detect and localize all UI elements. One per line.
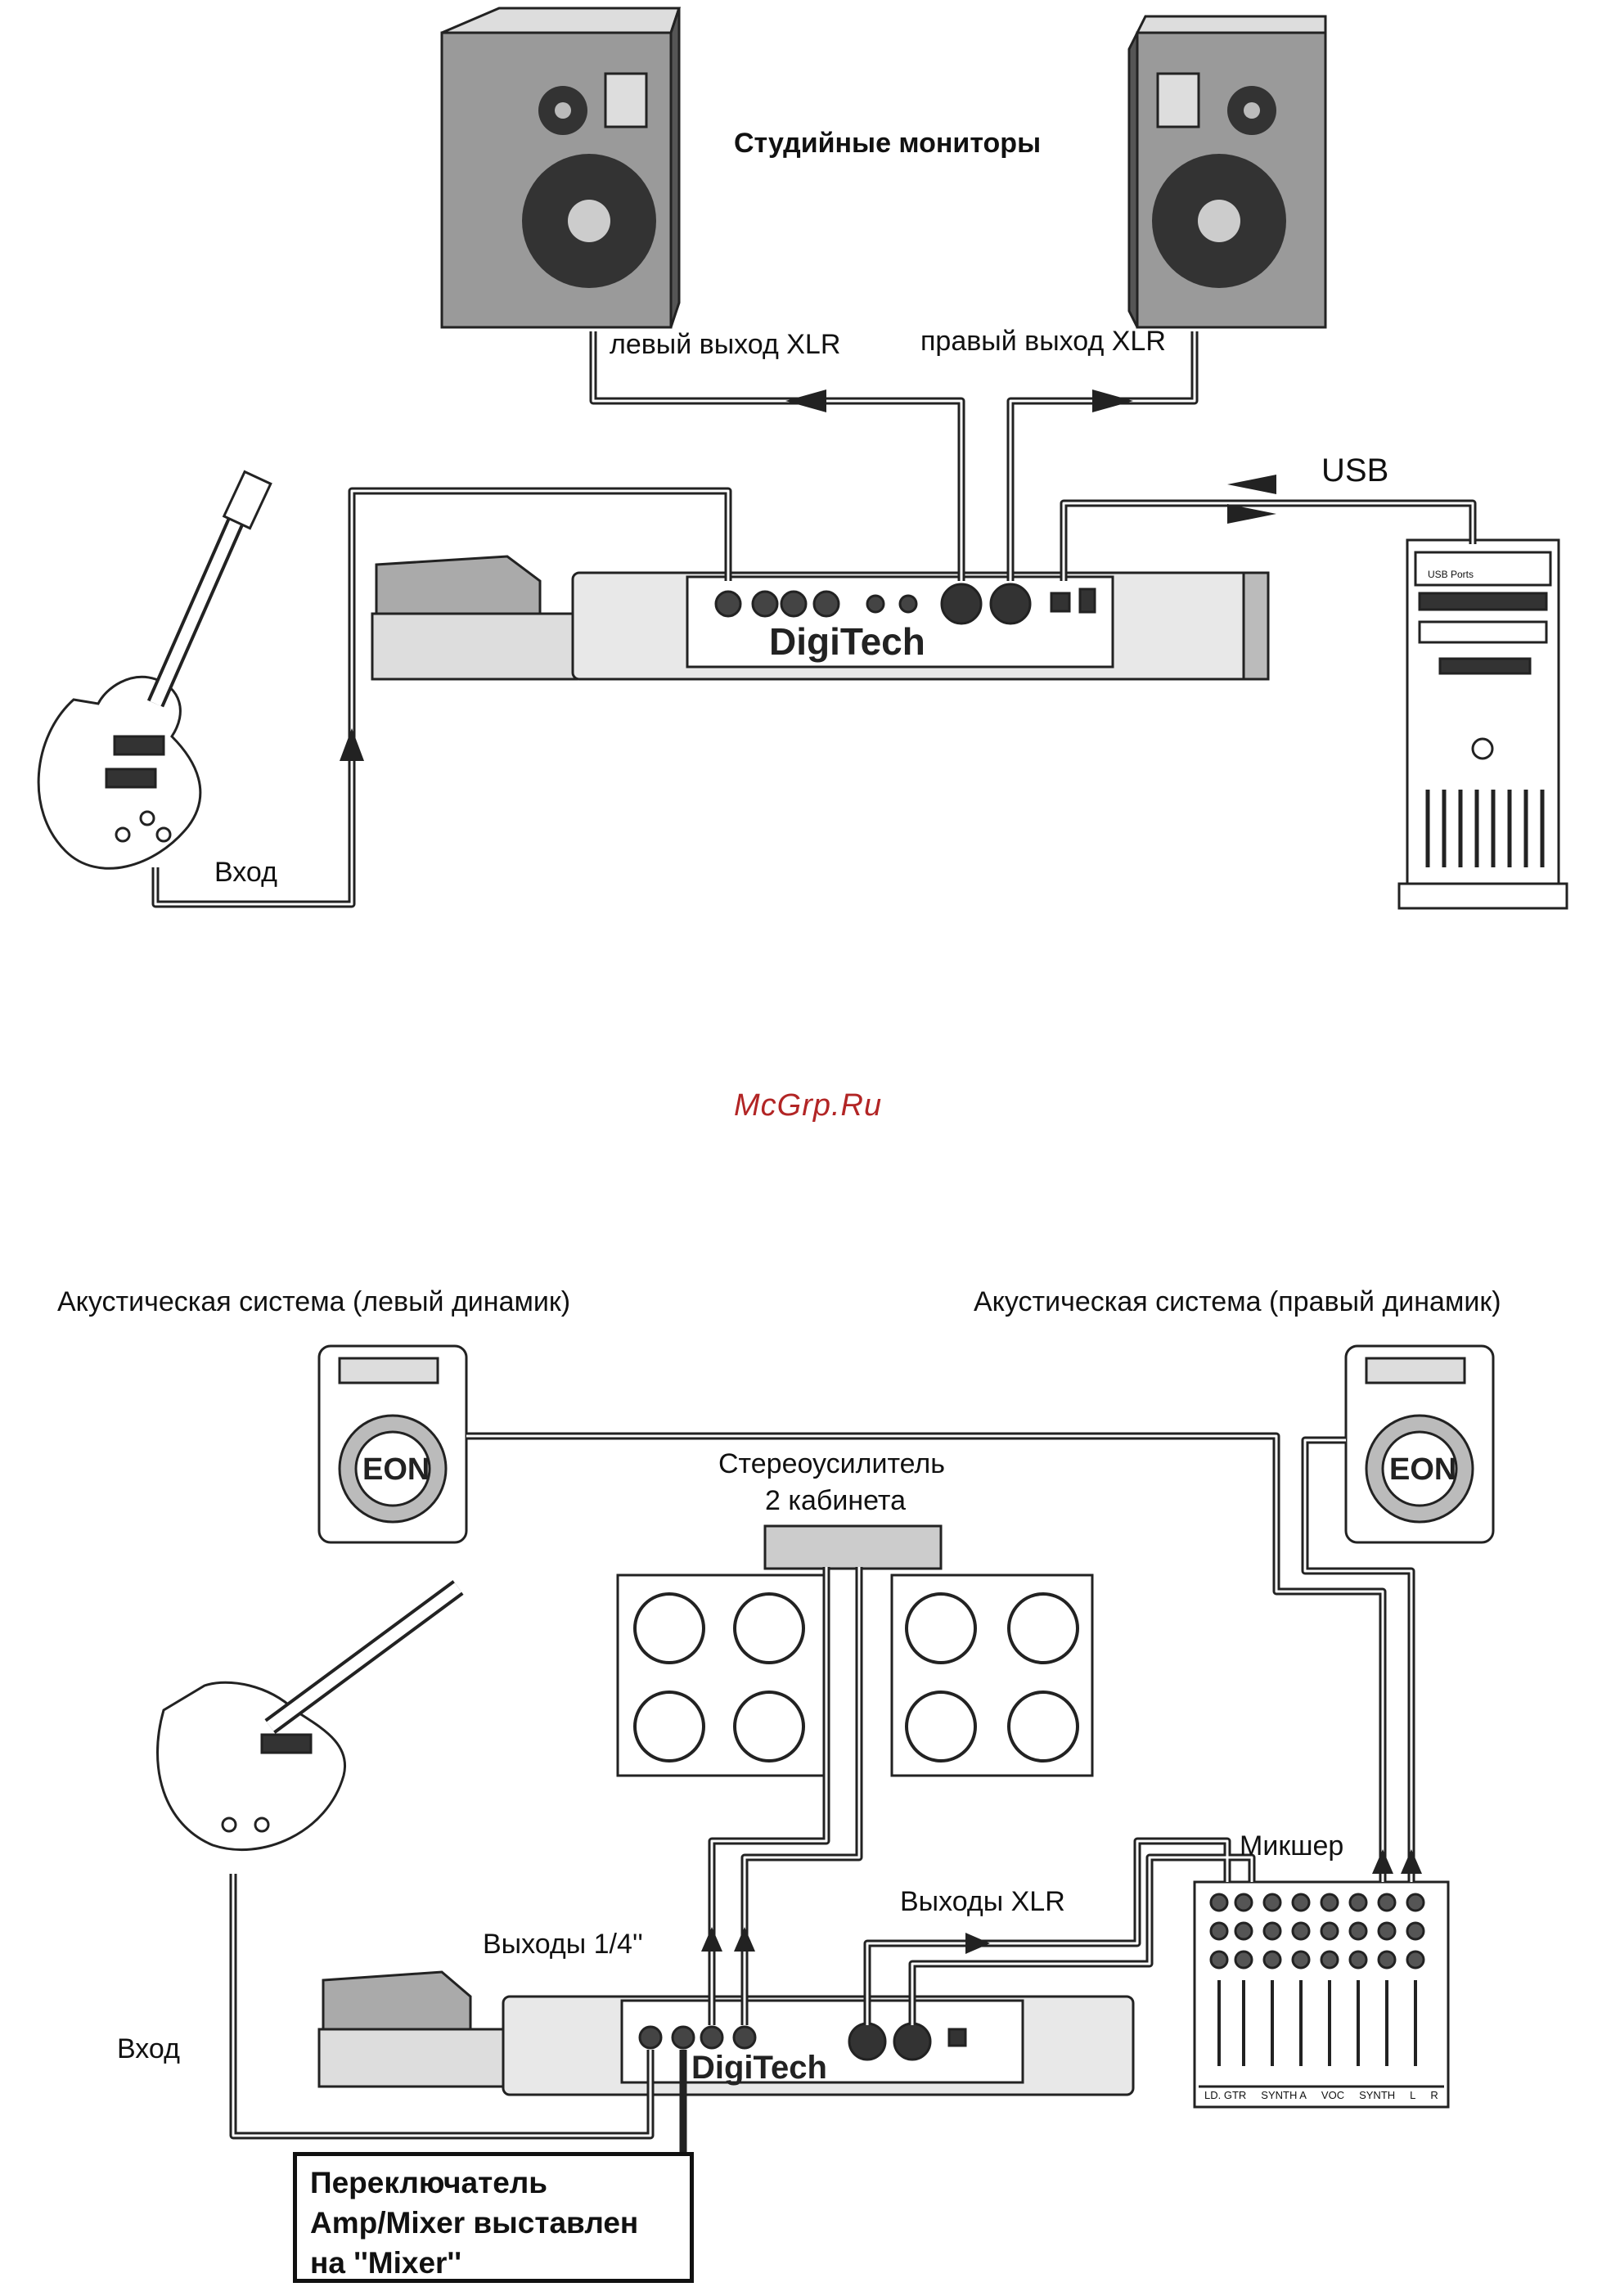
digitech-device-bottom <box>317 1970 1135 2096</box>
top-arrows <box>340 389 1276 761</box>
switch-note-text: Переключатель Amp/Mixer выставлен на ''M… <box>310 2166 639 2280</box>
stereo-amp-cabinets <box>616 1524 1094 1777</box>
guitar-icon <box>37 470 272 870</box>
right-speaker-label: Акустическая система (правый динамик) <box>974 1286 1501 1317</box>
xlr-outputs-label: Выходы XLR <box>900 1886 1065 1917</box>
switch-note-box: Переключатель Amp/Mixer выставлен на ''M… <box>293 2152 694 2283</box>
guitar-icon-bottom <box>156 1580 464 1852</box>
input-label-bottom: Вход <box>117 2033 180 2064</box>
eon-logo-right: EON <box>1389 1452 1456 1487</box>
studio-monitors-title: Студийные мониторы <box>734 128 1042 159</box>
mixer-channel-label: L <box>1410 2089 1416 2101</box>
right-xlr-output-label: правый выход XLR <box>920 326 1166 357</box>
mixer-channel-label: R <box>1430 2089 1438 2101</box>
quarter-inch-outputs-label: Выходы 1/4'' <box>483 1929 643 1960</box>
left-studio-monitor <box>440 7 682 329</box>
device-brand-top: DigiTech <box>769 620 925 663</box>
digitech-device-top <box>371 555 1270 681</box>
right-studio-monitor <box>1127 15 1327 329</box>
left-eon-speaker <box>317 1344 468 1544</box>
device-brand-bottom: DigiTech <box>691 2050 827 2086</box>
eon-logo-left: EON <box>362 1452 430 1487</box>
watermark: McGrp.Ru <box>734 1088 883 1123</box>
mixer-channel-label: LD. GTR <box>1204 2089 1247 2101</box>
input-label-top: Вход <box>214 857 277 888</box>
mixer-label: Микшер <box>1240 1830 1344 1862</box>
left-speaker-label: Акустическая система (левый динамик) <box>57 1286 571 1317</box>
pc-usb-ports-label: USB Ports <box>1428 569 1474 580</box>
mixer-channel-labels: LD. GTR SYNTH A VOC SYNTH L R <box>1204 2089 1438 2101</box>
computer-tower-icon <box>1397 538 1568 910</box>
usb-label: USB <box>1321 452 1389 488</box>
mixer-channel-label: VOC <box>1321 2089 1345 2101</box>
mixer-channel-label: SYNTH <box>1359 2089 1396 2101</box>
bottom-arrows <box>701 1849 1422 1954</box>
mixer-channel-label: SYNTH A <box>1261 2089 1307 2101</box>
left-xlr-output-label: левый выход XLR <box>610 329 841 360</box>
right-eon-speaker <box>1344 1344 1495 1544</box>
mixer-icon <box>1193 1880 1450 2109</box>
two-cabinets-label: 2 кабинета <box>765 1485 907 1516</box>
stereo-amp-label: Стереоусилитель <box>718 1448 945 1479</box>
